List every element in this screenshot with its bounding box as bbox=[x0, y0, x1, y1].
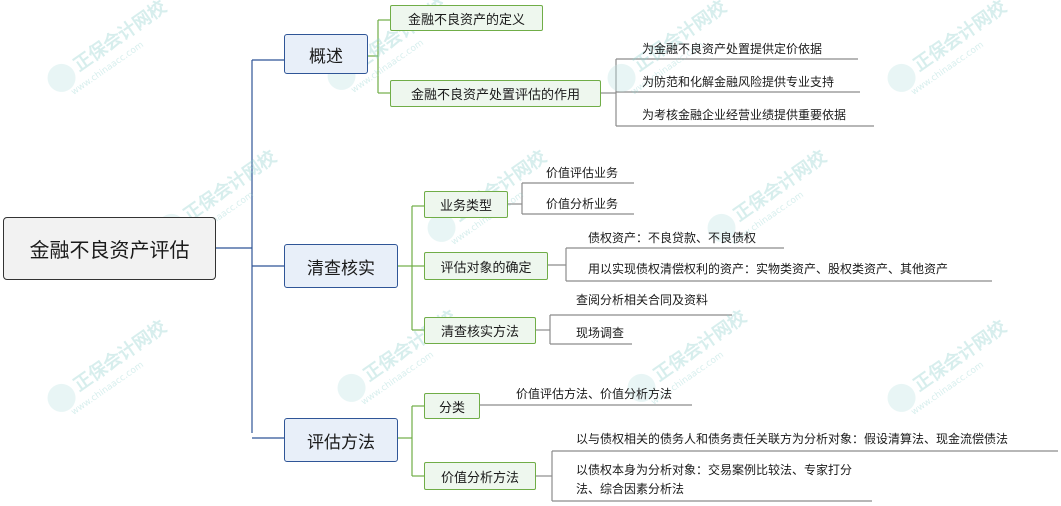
leaf-business-type-2: 价值分析业务 bbox=[546, 197, 619, 211]
node-methods[interactable]: 评估方法 bbox=[284, 418, 398, 462]
leaf-object-1: 债权资产：不良贷款、不良债权 bbox=[588, 231, 757, 245]
leaf-method-2: 现场调查 bbox=[576, 326, 625, 340]
leaf-role-1: 为金融不良资产处置提供定价依据 bbox=[642, 42, 823, 56]
leaf-classification: 价值评估方法、价值分析方法 bbox=[516, 387, 673, 401]
node-overview[interactable]: 概述 bbox=[284, 34, 368, 74]
node-verification-method[interactable]: 清查核实方法 bbox=[424, 317, 536, 344]
leaf-analysis-2: 以债权本身为分析对象：交易案例比较法、专家打分法、综合因素分析法 bbox=[576, 463, 853, 496]
leaf-object-2: 用以实现债权清偿权利的资产：实物类资产、股权类资产、其他资产 bbox=[588, 262, 949, 276]
leaf-role-2: 为防范和化解金融风险提供专业支持 bbox=[642, 75, 835, 89]
node-object-determination[interactable]: 评估对象的确定 bbox=[424, 252, 548, 280]
node-value-analysis[interactable]: 价值分析方法 bbox=[424, 462, 536, 490]
node-classification[interactable]: 分类 bbox=[424, 393, 480, 419]
leaf-business-type-1: 价值评估业务 bbox=[546, 166, 619, 180]
node-business-types[interactable]: 业务类型 bbox=[424, 191, 508, 218]
node-definition[interactable]: 金融不良资产的定义 bbox=[390, 5, 543, 31]
leaf-method-1: 查阅分析相关合同及资料 bbox=[576, 293, 709, 307]
leaf-analysis-1: 以与债权相关的债务人和债务责任关联方为分析对象：假设清算法、现金流偿债法 bbox=[576, 432, 1009, 446]
node-verification[interactable]: 清查核实 bbox=[284, 244, 398, 288]
leaf-role-3: 为考核金融企业经营业绩提供重要依据 bbox=[642, 108, 847, 122]
node-role[interactable]: 金融不良资产处置评估的作用 bbox=[390, 80, 601, 107]
root-node[interactable]: 金融不良资产评估 bbox=[3, 217, 216, 280]
